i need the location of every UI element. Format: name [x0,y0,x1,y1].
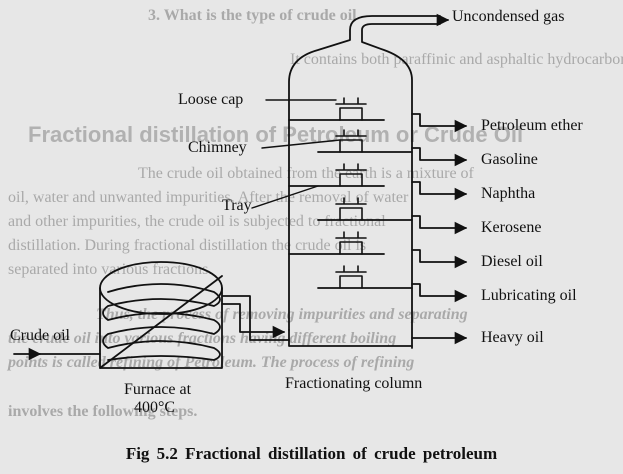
feed-pipe-return [221,295,290,341]
tray-leader [251,185,319,209]
column-base [288,329,413,347]
background-text-line: involves the following steps. [8,403,198,420]
label-fractionating-column: Fractionating column [285,375,423,392]
trays [288,119,413,289]
background-text-line: It contains both paraffinic and asphalti… [290,51,623,68]
chimney-leader [261,139,341,149]
label-kerosene: Kerosene [481,219,542,236]
bubble-caps [335,97,367,289]
feed-pipe [221,303,286,339]
background-text-line: oil, water and unwanted impurities. Afte… [8,189,409,206]
label-petroleum-ether: Petroleum ether [481,117,583,134]
figure-caption: Fig 5.2 Fractional distillation of crude… [125,444,498,463]
label-naphtha: Naphtha [481,185,536,202]
product-outlets [411,113,468,345]
label-gasoline: Gasoline [481,151,538,168]
background-text-line: The crude oil obtained from the earth is… [138,165,474,182]
label-tray: Tray [222,197,252,214]
label-chimney: Chimney [188,139,247,156]
label-uncondensed-gas: Uncondensed gas [452,8,565,25]
label-furnace-line2: 400°C [134,399,176,416]
label-crude-oil: Crude oil [10,327,70,344]
background-text-line: 3. What is the type of crude oil [148,7,357,24]
label-loose-cap: Loose cap [178,91,244,108]
furnace [99,261,223,369]
background-text-line: the crude oil into various fractions hav… [8,330,397,347]
label-heavy-oil: Heavy oil [481,329,544,346]
background-text-line: points is called refining of Petroleum. … [8,354,415,371]
background-heading: Fractional distillation of Petroleum or … [28,122,524,147]
background-text-line: distillation. During fractional distilla… [8,237,367,254]
background-text-line: and other impurities, the crude oil is s… [8,213,386,230]
background-text-line: separated into various fractions. [8,261,213,278]
label-furnace-line1: Furnace at [124,381,192,398]
column-body-right [361,23,441,349]
column-body [288,15,441,331]
label-diesel-oil: Diesel oil [481,253,543,270]
label-lubricating-oil: Lubricating oil [481,287,577,304]
